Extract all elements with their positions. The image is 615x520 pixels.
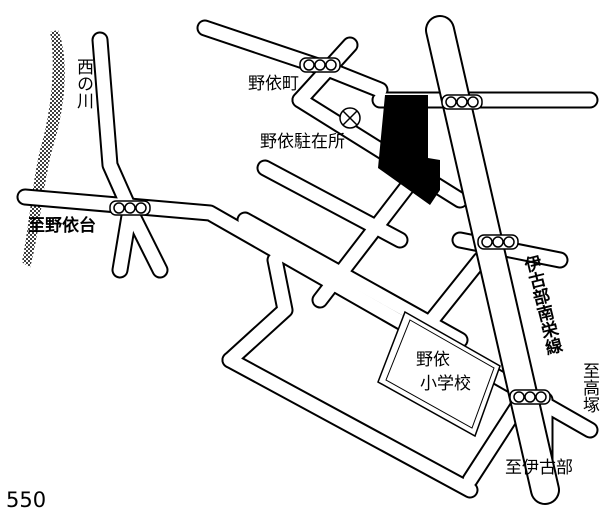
facility-building (378, 95, 440, 205)
school-grounds (377, 310, 501, 438)
traffic-signal-icons (109, 57, 551, 405)
page-number: 550 (6, 488, 47, 512)
river-label: 西の川 (73, 58, 93, 109)
town-label: 野依町 (248, 74, 299, 94)
road-network (16, 15, 599, 505)
school-label-line2: 小学校 (420, 374, 471, 394)
police-box-icon (339, 107, 361, 129)
school-label-line1: 野依 (416, 350, 450, 370)
to-noyoridai-label: 至野依台 (28, 216, 96, 236)
to-ikobe-label: 至伊古部 (505, 458, 573, 478)
river (22, 30, 65, 268)
police-box-label: 野依駐在所 (260, 132, 345, 152)
to-takatsuka-label: 至高塚 (579, 362, 599, 413)
